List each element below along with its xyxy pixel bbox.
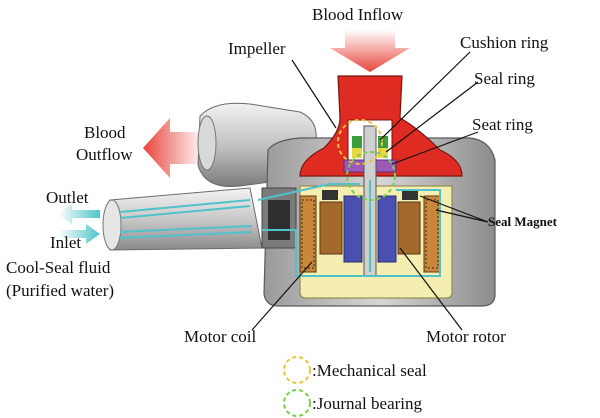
label-cool-seal-fluid: Cool-Seal fluid <box>6 258 111 277</box>
leader-magnet-2 <box>435 209 489 223</box>
label-blood-inflow: Blood Inflow <box>312 5 404 24</box>
blood-inflow-arrow <box>330 30 410 72</box>
leader-cushion <box>379 51 471 141</box>
seal-magnet-left <box>322 190 338 200</box>
label-outlet: Outlet <box>46 188 89 207</box>
outlet-arrow <box>58 204 100 224</box>
leader-motor-rotor <box>399 247 463 331</box>
label-motor-coil: Motor coil <box>184 327 257 346</box>
seal-ring-right <box>378 148 388 158</box>
legend-journal-bearing: :Journal bearing <box>312 394 422 413</box>
legend-mechanical-seal: :Mechanical seal <box>312 361 427 380</box>
seal-magnet <box>402 190 418 200</box>
label-blood-outflow-1: Blood <box>84 123 126 142</box>
leader-motor-coil <box>251 261 313 331</box>
label-inlet: Inlet <box>50 233 81 252</box>
label-purified-water: (Purified water) <box>6 281 114 300</box>
leader-impeller <box>291 59 337 129</box>
inlet-arrow <box>58 224 100 244</box>
mechanical-seal-marker <box>337 119 383 165</box>
label-seal-ring: Seal ring <box>474 69 535 88</box>
motor-coil <box>299 195 441 273</box>
cool-seal-flow <box>257 180 441 277</box>
leader-magnet-1 <box>419 195 489 223</box>
blood-outflow-arrow <box>143 118 205 178</box>
label-seat-ring: Seat ring <box>472 115 533 134</box>
label-seal-magnet: Seal Magnet <box>488 214 558 229</box>
label-impeller: Impeller <box>228 39 286 58</box>
label-cushion-ring: Cushion ring <box>460 33 549 52</box>
cushion-ring <box>352 136 362 148</box>
label-motor-rotor: Motor rotor <box>426 327 506 346</box>
journal-bearing-marker <box>346 151 396 201</box>
label-blood-outflow-2: Outflow <box>76 145 133 164</box>
leader-seal <box>385 81 479 153</box>
cool-seal-tube <box>102 187 263 251</box>
leader-seat <box>391 131 479 165</box>
legend-mechanical-seal-icon <box>283 356 311 384</box>
seal-ring <box>352 148 362 158</box>
legend-journal-bearing-icon <box>283 389 311 417</box>
